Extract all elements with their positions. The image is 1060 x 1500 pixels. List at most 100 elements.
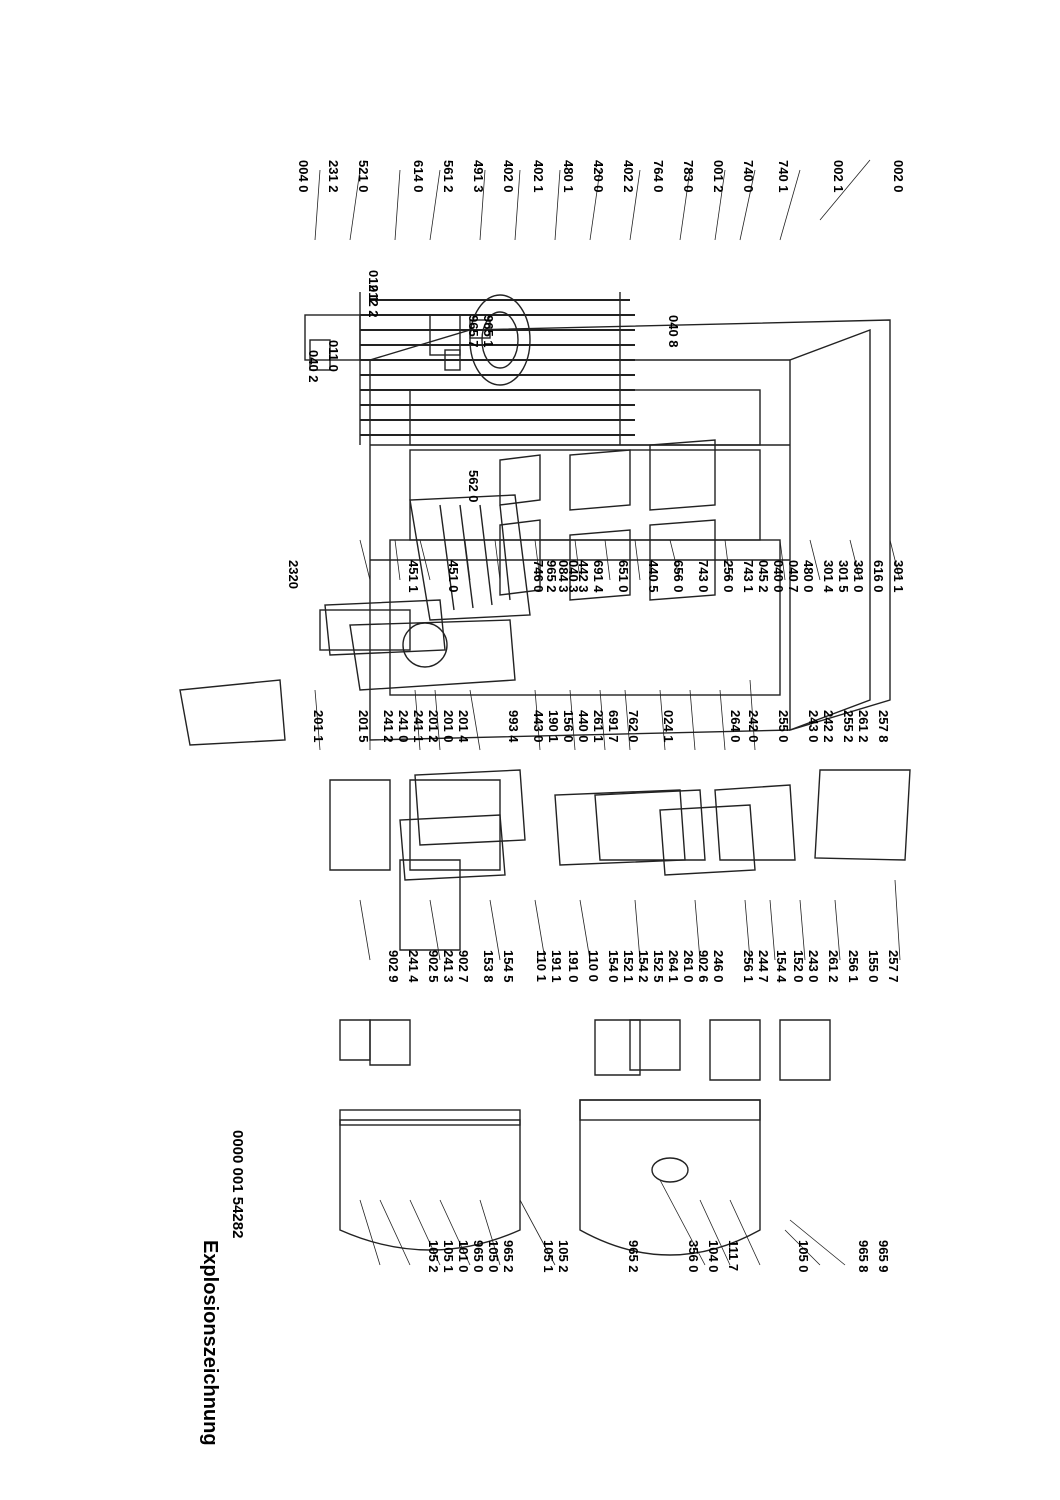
part-label: 190 1 xyxy=(546,710,561,743)
part-label: 255 0 xyxy=(776,710,791,743)
part-label: 152 0 xyxy=(791,950,806,983)
part-label: 902 6 xyxy=(696,950,711,983)
part-label: 246 0 xyxy=(711,950,726,983)
part-label: 241 2 xyxy=(381,710,396,743)
part-label: 965 2 xyxy=(544,560,559,593)
part-label: 965 8 xyxy=(856,1240,871,1273)
part-label: 261 1 xyxy=(591,710,606,743)
part-label: 244 7 xyxy=(756,950,771,983)
part-label: 110 0 xyxy=(586,950,601,982)
part-label: 783 0 xyxy=(681,160,696,193)
part-label: 002 0 xyxy=(891,160,906,193)
part-label: 154 4 xyxy=(774,950,789,983)
part-label: 965 1 xyxy=(481,315,496,348)
part-label: 241 3 xyxy=(441,950,456,983)
part-label: 491 3 xyxy=(471,160,486,193)
part-label: 656 0 xyxy=(671,560,686,593)
part-label: 201 4 xyxy=(456,710,471,743)
part-label: 902 9 xyxy=(386,950,401,983)
part-label: 301 1 xyxy=(891,560,906,593)
part-label: 243 0 xyxy=(806,950,821,983)
part-label: 261 0 xyxy=(681,950,696,983)
part-label: 451 1 xyxy=(406,560,421,593)
part-label: 024 1 xyxy=(661,710,676,743)
part-label: 616 0 xyxy=(871,560,886,593)
part-label: 440 0 xyxy=(576,710,591,743)
door-bins-drawing xyxy=(339,1019,831,1081)
part-label: 561 2 xyxy=(441,160,456,193)
part-label: 241 0 xyxy=(396,710,411,743)
part-label: 902 7 xyxy=(456,950,471,983)
part-label: 965 9 xyxy=(876,1240,891,1273)
part-label: 004 0 xyxy=(296,160,311,193)
part-label: 256 0 xyxy=(721,560,736,593)
part-label: 154 2 xyxy=(636,950,651,983)
part-label: 743 0 xyxy=(696,560,711,593)
part-label: 152 5 xyxy=(651,950,666,983)
part-label: 301 5 xyxy=(836,560,851,593)
part-label: 993 4 xyxy=(506,710,521,743)
part-label: 191 0 xyxy=(566,950,581,983)
part-label: 301 0 xyxy=(851,560,866,593)
leader-lines xyxy=(314,159,901,1266)
part-label: 562 0 xyxy=(466,470,481,503)
part-label: 153 8 xyxy=(481,950,496,983)
part-label: 402 1 xyxy=(531,160,546,193)
part-label: 261 2 xyxy=(856,710,871,743)
part-label: 241 4 xyxy=(406,950,421,983)
part-label: 965 2 xyxy=(501,1240,516,1273)
part-label: 402 0 xyxy=(501,160,516,193)
part-label: 651 0 xyxy=(616,560,631,593)
part-label: 420 0 xyxy=(591,160,606,193)
part-label: 105 1 xyxy=(441,1240,456,1273)
part-label: 264 0 xyxy=(728,710,743,743)
part-label: 155 0 xyxy=(866,950,881,983)
part-label: 256 1 xyxy=(846,950,861,983)
part-label: 256 1 xyxy=(741,950,756,983)
part-label: 105 2 xyxy=(426,1240,441,1273)
part-label: 2320 xyxy=(286,560,301,589)
part-label: 242 2 xyxy=(821,710,836,743)
part-label: 105 1 xyxy=(541,1240,556,1273)
part-label: 154 5 xyxy=(501,950,516,983)
part-label: 040 0 xyxy=(771,560,786,593)
part-label: 740 0 xyxy=(741,160,756,193)
fan-duct-drawing xyxy=(179,599,516,746)
part-label: 111 7 xyxy=(726,1240,741,1272)
part-label: 001 2 xyxy=(711,160,726,193)
part-label: 040 2 xyxy=(306,350,321,383)
evaporator-drawing xyxy=(319,494,531,651)
door-drawing xyxy=(339,1099,761,1256)
part-label: 264 1 xyxy=(666,950,681,983)
part-label: 743 1 xyxy=(741,560,756,593)
part-label: 241 1 xyxy=(411,710,426,743)
shelf-drawing xyxy=(594,769,911,876)
part-label: 045 2 xyxy=(756,560,771,593)
part-label: 965 2 xyxy=(626,1240,641,1273)
part-label: 261 2 xyxy=(826,950,841,983)
part-label: 011 0 xyxy=(326,340,341,372)
part-label: 902 5 xyxy=(426,950,441,983)
drawer-drawing xyxy=(329,769,686,951)
part-label: 301 4 xyxy=(821,560,836,593)
part-label: 002 1 xyxy=(831,160,846,193)
part-label: 746 0 xyxy=(531,560,546,593)
part-label: 480 0 xyxy=(801,560,816,593)
part-label: 521 0 xyxy=(356,160,371,193)
part-label: 691 7 xyxy=(606,710,621,743)
part-label: 201 0 xyxy=(441,710,456,743)
condenser-coil-drawing xyxy=(359,292,635,445)
part-label: 040 7 xyxy=(786,560,801,593)
part-label: 451 0 xyxy=(446,560,461,593)
part-label: 154 0 xyxy=(606,950,621,983)
part-label: 255 2 xyxy=(841,710,856,743)
part-label: 104 0 xyxy=(706,1240,721,1273)
part-label: 614 0 xyxy=(411,160,426,193)
part-label: 243 0 xyxy=(806,710,821,743)
part-label: 480 1 xyxy=(561,160,576,193)
part-label: 105 0 xyxy=(796,1240,811,1273)
part-label: 402 2 xyxy=(621,160,636,193)
